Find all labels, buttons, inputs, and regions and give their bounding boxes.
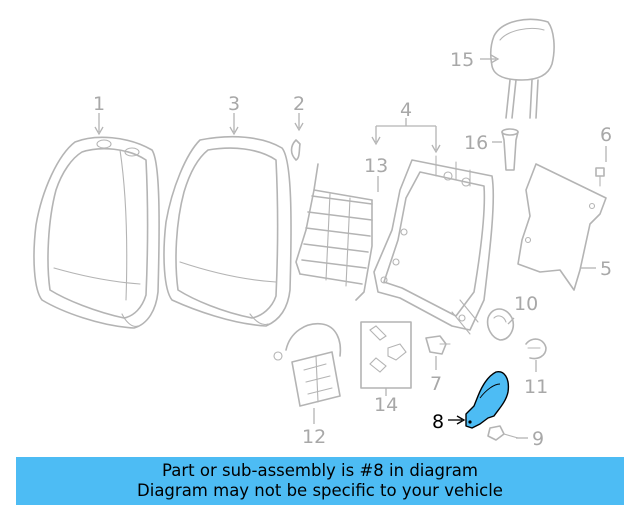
leader-8-arrow (456, 415, 466, 425)
leader-1-arrow (94, 126, 104, 136)
part-15-headrest (489, 18, 555, 119)
callout-16: 16 (464, 132, 488, 154)
part-14-clip-kit (360, 321, 412, 389)
part-1-seatback-cover (33, 136, 160, 329)
callout-5: 5 (600, 258, 612, 280)
part-9-screw (487, 425, 519, 441)
callout-10: 10 (514, 293, 538, 315)
callout-11: 11 (524, 376, 548, 398)
part-16-headrest-guide (501, 128, 519, 171)
banner-line-1: Part or sub-assembly is #8 in diagram (162, 461, 478, 480)
banner-line-2: Diagram may not be specific to your vehi… (137, 481, 503, 500)
part-10-recliner-cover (486, 308, 515, 341)
callout-7: 7 (430, 373, 442, 395)
info-banner: Part or sub-assembly is #8 in diagram Di… (16, 457, 624, 505)
callout-3: 3 (228, 93, 240, 115)
callout-8[interactable]: 8 (432, 411, 444, 433)
part-3-seatback-pad (163, 135, 292, 327)
leader-3-arrow (229, 126, 239, 136)
callout-1: 1 (93, 93, 105, 115)
callout-4: 4 (400, 99, 412, 121)
callout-14: 14 (374, 394, 398, 416)
part-12-lumbar-adjuster (273, 323, 342, 407)
leader-2-arrow (294, 122, 304, 132)
callout-15: 15 (450, 49, 474, 71)
leader-10 (507, 317, 515, 325)
part-6-screw (595, 167, 605, 187)
part-5-back-panel (517, 163, 607, 291)
leader-4-bracket (375, 125, 437, 150)
leader-4-arrow-a (371, 136, 381, 146)
part-13-lumbar-support (295, 163, 373, 301)
part-4-seatback-frame (373, 155, 495, 335)
part-8-recliner-cover-highlighted[interactable] (465, 371, 510, 429)
part-2-clip (290, 139, 301, 161)
callout-9: 9 (532, 428, 544, 450)
leader-15-arrow (490, 54, 500, 64)
callout-13: 13 (364, 155, 388, 177)
part-11-clip (525, 338, 547, 360)
callout-12: 12 (302, 426, 326, 448)
leader-4-arrow-b (431, 144, 441, 154)
part-7-bracket (425, 335, 451, 355)
callout-6: 6 (600, 124, 612, 146)
callout-2: 2 (293, 93, 305, 115)
part-8-shape[interactable] (465, 371, 510, 429)
